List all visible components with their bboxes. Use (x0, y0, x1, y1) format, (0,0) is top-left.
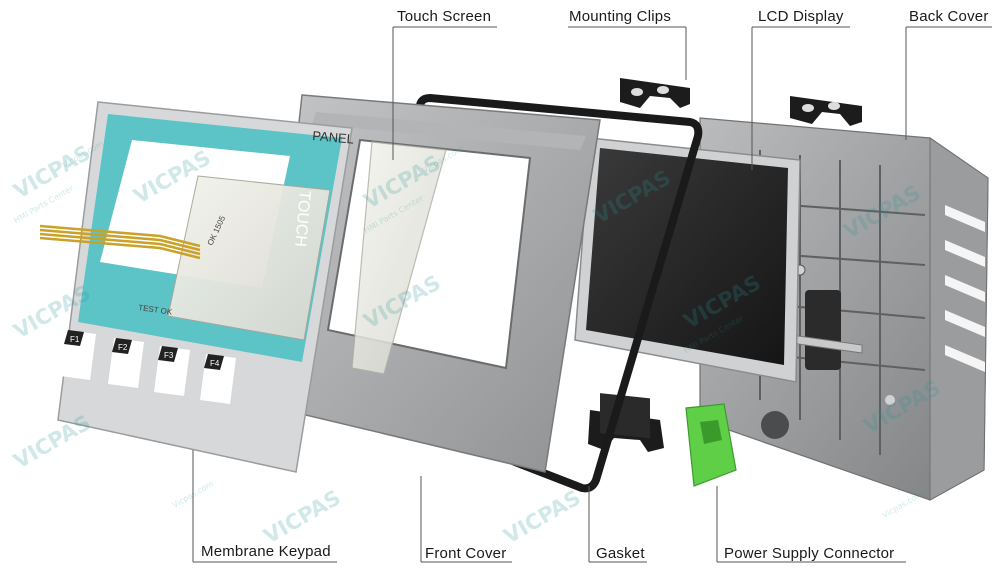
label-touch-screen: Touch Screen (397, 8, 492, 25)
panel-print-label: PANEL (312, 128, 355, 147)
touch-screen-part (351, 141, 447, 375)
mounting-clip-top-left (620, 78, 690, 108)
key-f1-label: F1 (70, 335, 80, 344)
power-supply-connector-part (685, 403, 737, 487)
mounting-clip-top-right (790, 96, 862, 126)
label-back-cover: Back Cover (909, 8, 989, 25)
touch-print-label: TOUCH (291, 190, 313, 248)
lcd-display-part (574, 137, 801, 439)
membrane-keypad-part (39, 101, 353, 473)
key-f2-label: F2 (118, 343, 128, 352)
key-f3-label: F3 (164, 351, 174, 360)
label-gasket: Gasket (596, 545, 645, 562)
label-lcd-display: LCD Display (758, 8, 844, 25)
key-f4-label: F4 (210, 359, 220, 368)
label-power-supply-connector: Power Supply Connector (724, 545, 895, 562)
label-mounting-clips: Mounting Clips (569, 8, 672, 25)
label-membrane-keypad: Membrane Keypad (201, 543, 331, 560)
label-front-cover: Front Cover (425, 545, 507, 562)
